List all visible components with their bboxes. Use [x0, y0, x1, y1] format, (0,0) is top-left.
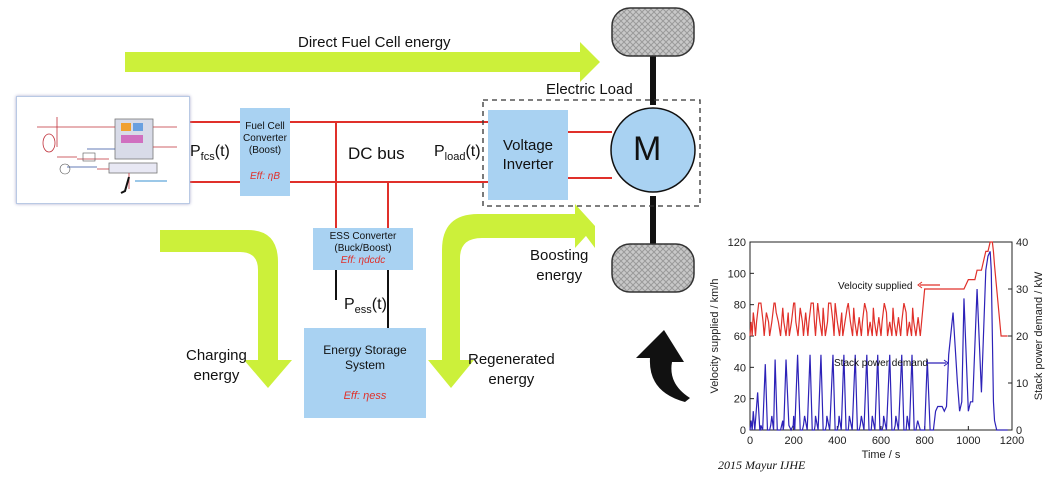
fuel-cell-converter-block: Fuel Cell Converter (Boost) Eff: ηB	[240, 108, 290, 196]
regen-boost-arrow	[428, 204, 595, 388]
fcc-line-3: (Boost)	[248, 145, 282, 156]
y-right-tick-label: 40	[1016, 237, 1028, 249]
x-tick-label: 200	[784, 435, 802, 447]
regenerated-line-2: energy	[488, 371, 535, 388]
fcc-efficiency: Eff: ηB	[249, 171, 280, 182]
axle-bottom	[650, 196, 656, 244]
pfcs-sub: fcs	[200, 151, 215, 164]
y-right-tick-label: 30	[1016, 284, 1028, 296]
legend-stack-arrowhead	[943, 359, 949, 367]
x-tick-label: 0	[747, 435, 753, 447]
pess-sub: ess	[354, 304, 372, 317]
y-left-tick-label: 20	[734, 394, 746, 406]
citation: 2015 Mayur IJHE	[718, 458, 806, 472]
y-left-tick-label: 80	[734, 300, 746, 312]
curved-feedback-arrow	[636, 330, 690, 402]
y-left-axis-label: Velocity supplied / km/h	[709, 279, 721, 394]
pload-sub: load	[444, 151, 466, 164]
x-tick-label: 400	[828, 435, 846, 447]
electric-load-box	[482, 99, 701, 207]
essc-line-1: ESS Converter	[329, 231, 397, 242]
y-right-axis-label: Stack power demand / kW	[1033, 271, 1045, 400]
y-left-tick-label: 0	[740, 425, 746, 437]
x-tick-label: 800	[915, 435, 933, 447]
direct-energy-label: Direct Fuel Cell energy	[298, 34, 451, 51]
x-tick-label: 600	[872, 435, 890, 447]
boosting-line-2: energy	[536, 267, 583, 284]
direct-energy-arrow	[125, 42, 600, 82]
regenerated-energy-label: Regenerated energy	[468, 350, 555, 390]
y-left-tick-label: 60	[734, 331, 746, 343]
electric-load-label: Electric Load	[546, 81, 633, 98]
legend-stack-label: Stack power demand	[834, 358, 928, 369]
axle-top	[650, 55, 656, 105]
motor-label: M	[633, 130, 662, 168]
regenerated-line-1: Regenerated	[468, 351, 555, 368]
voltage-inverter-block: Voltage Inverter	[488, 110, 568, 200]
energy-storage-block: Energy Storage System Eff: ηess	[304, 328, 426, 418]
charging-energy-arrow	[160, 230, 292, 388]
tire-top	[611, 7, 695, 57]
legend-velocity-arrowhead	[917, 281, 923, 289]
y-left-tick-label: 120	[728, 237, 746, 249]
motor-circle	[610, 107, 696, 193]
ess-converter-block: ESS Converter (Buck/Boost) Eff: ηdcdc	[313, 228, 413, 270]
essc-line-2: (Buck/Boost)	[334, 243, 392, 254]
charging-line-2: energy	[193, 367, 240, 384]
x-tick-label: 1000	[956, 435, 980, 447]
pfcs-p: P	[190, 143, 201, 160]
pload-p: P	[434, 143, 445, 160]
fuel-cell-system-schematic	[16, 96, 190, 204]
pload-t: (t)	[465, 143, 481, 160]
inverter-line-1: Voltage	[502, 137, 554, 154]
ess-efficiency: Eff: ηess	[343, 389, 387, 402]
ess-line-2: System	[344, 357, 385, 372]
pess-t: (t)	[371, 296, 387, 313]
charging-energy-label: Charging energy	[186, 346, 247, 386]
dc-bus-wires	[190, 121, 612, 228]
series-line-0	[749, 241, 1008, 337]
x-tick-label: 1200	[1000, 435, 1024, 447]
pess-label: Pess(t)	[344, 296, 387, 316]
x-axis-label: Time / s	[862, 449, 901, 461]
boosting-energy-label: Boosting energy	[530, 246, 588, 286]
ess-line-1: Energy Storage	[323, 342, 407, 357]
pess-p: P	[344, 296, 355, 313]
boosting-line-1: Boosting	[530, 247, 589, 264]
inverter-line-2: Inverter	[502, 156, 554, 173]
essc-efficiency: Eff: ηdcdc	[340, 255, 386, 266]
pfcs-label: Pfcs(t)	[190, 143, 230, 163]
fcc-line-2: Converter	[243, 133, 287, 144]
fcc-line-1: Fuel Cell	[245, 121, 285, 132]
pfcs-t: (t)	[214, 143, 230, 160]
legend-velocity-label: Velocity supplied	[838, 281, 913, 292]
y-right-tick-label: 10	[1016, 378, 1028, 390]
series-line-1	[749, 251, 1008, 432]
charging-line-1: Charging	[186, 347, 247, 364]
y-right-tick-label: 20	[1016, 331, 1028, 343]
y-left-tick-label: 40	[734, 362, 746, 374]
y-right-tick-label: 0	[1016, 425, 1022, 437]
dc-bus-label: DC bus	[348, 144, 405, 163]
tire-bottom	[611, 243, 695, 293]
pload-label: Pload(t)	[434, 143, 481, 163]
y-left-tick-label: 100	[728, 268, 746, 280]
